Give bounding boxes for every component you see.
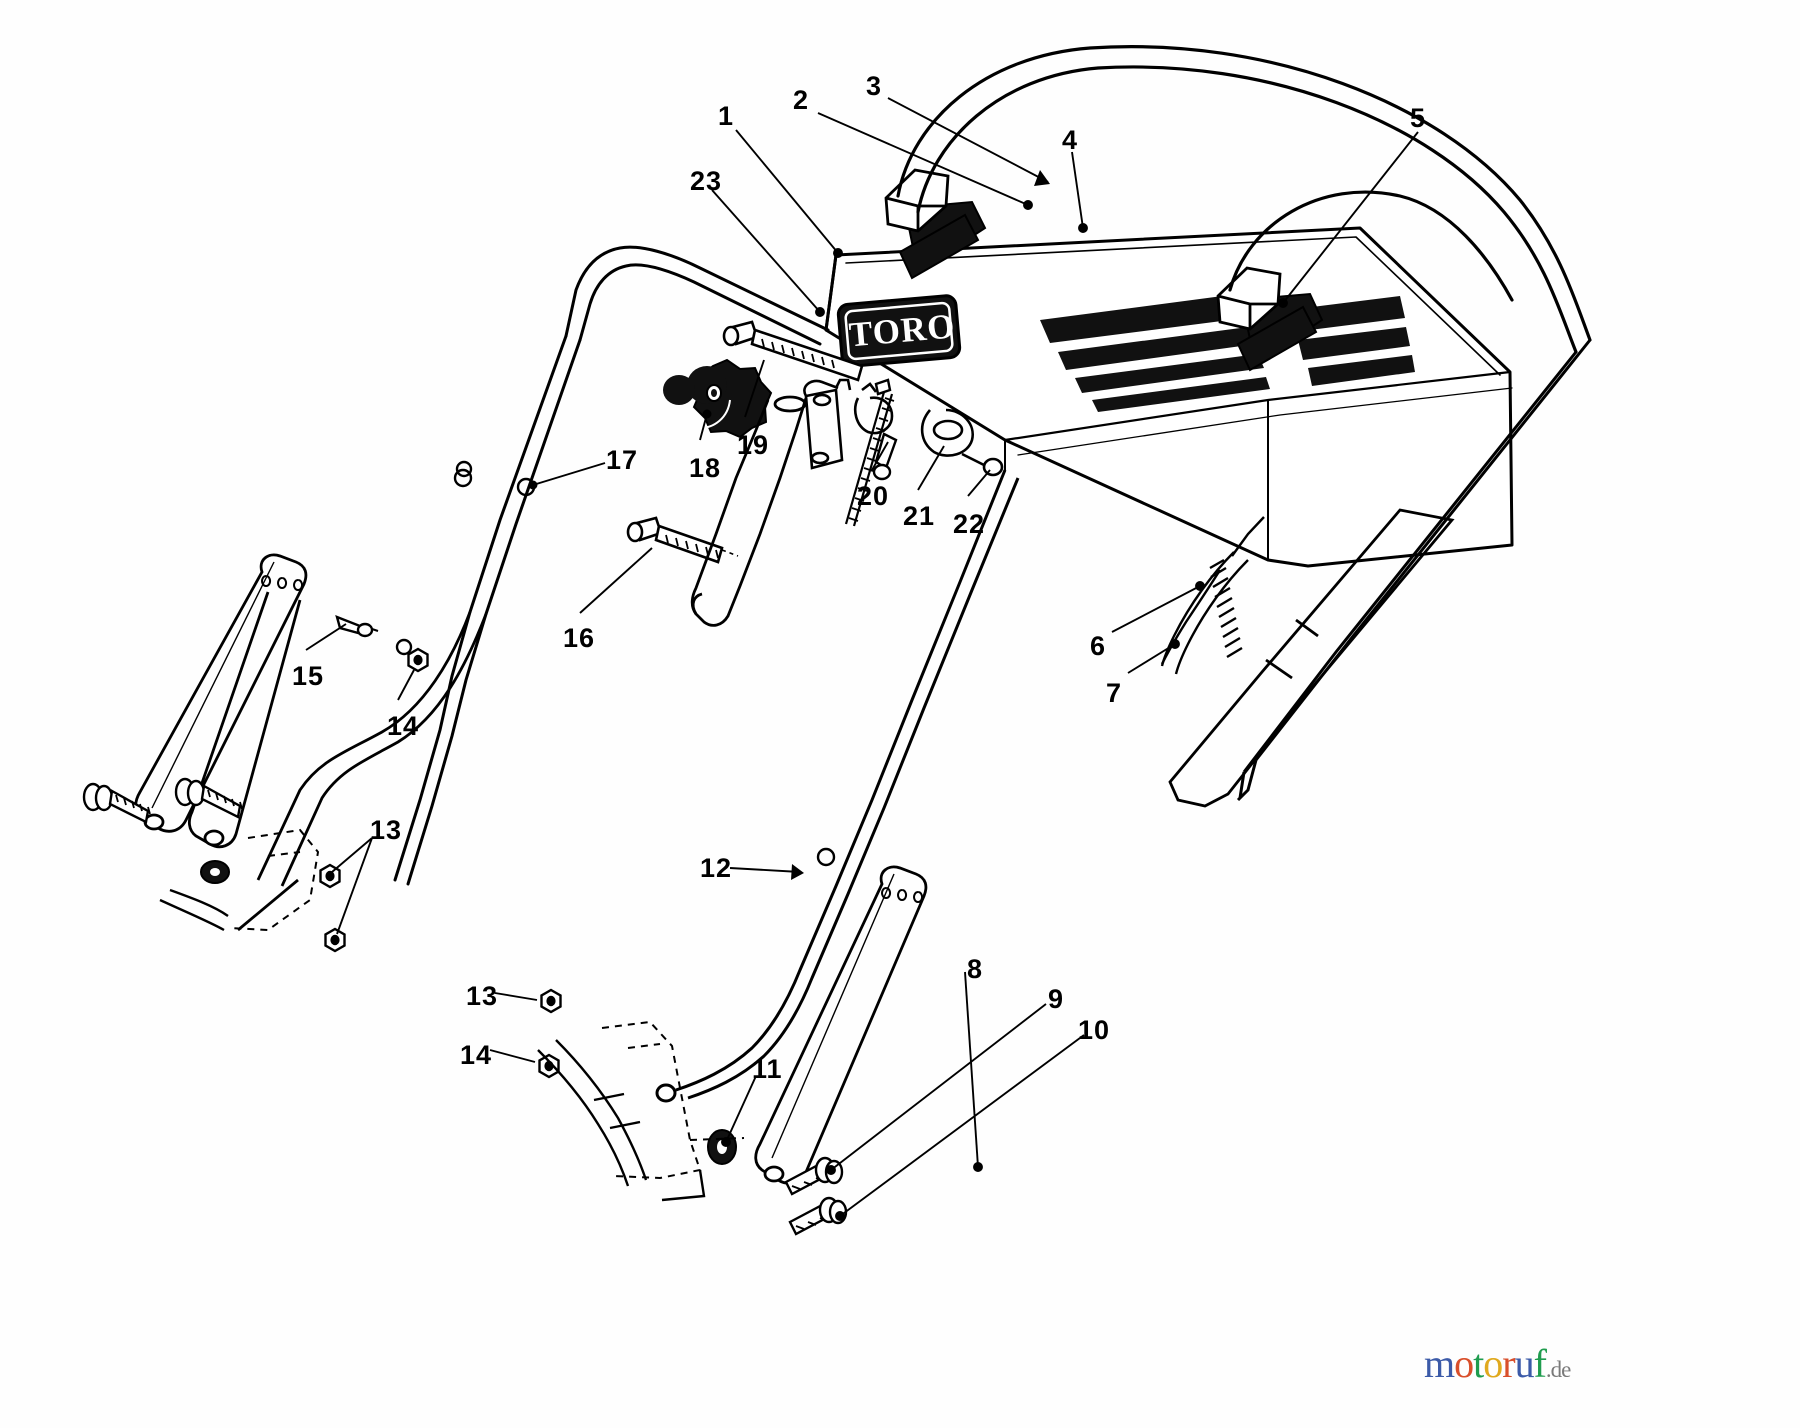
watermark-letter: o — [1483, 1341, 1503, 1386]
callout-1: 1 — [718, 101, 735, 131]
callout-12: 12 — [700, 853, 733, 883]
callout-4: 4 — [1062, 125, 1079, 155]
left-inner-plate — [187, 591, 302, 849]
toro-badge-text: TORO — [847, 306, 957, 355]
callout-8: 8 — [967, 954, 984, 984]
right-lower-handle-tube — [655, 469, 1020, 1103]
bolt-9 — [784, 1156, 844, 1196]
callout-7: 7 — [1106, 678, 1123, 708]
leader-lines — [305, 97, 1419, 1221]
pin-15 — [335, 615, 379, 638]
callout-21: 21 — [903, 501, 936, 531]
eye-bracket-22 — [920, 408, 1004, 477]
left-side-plate — [134, 553, 308, 833]
callout-14: 14 — [387, 711, 420, 741]
right-lower-bracket — [1168, 508, 1455, 808]
long-spring-20 — [844, 378, 895, 527]
callout-15: 15 — [292, 661, 325, 691]
cable-spring-coil — [1160, 551, 1249, 675]
callout-5: 5 — [1410, 103, 1427, 133]
left-lower-arm — [237, 611, 488, 932]
grommet-11 — [707, 1129, 737, 1165]
nut-14-a — [538, 1053, 560, 1079]
grip-tube-left — [690, 395, 808, 627]
nut-13-c — [540, 988, 562, 1014]
nut-13-b — [324, 927, 346, 953]
callout-23: 23 — [690, 166, 723, 196]
callout-9: 9 — [1048, 984, 1065, 1014]
carriage-bolt-19 — [722, 320, 864, 382]
watermark-letter: m — [1424, 1341, 1455, 1386]
watermark-motoruf: motoruf.de — [1424, 1340, 1571, 1387]
watermark-letter: t — [1473, 1341, 1484, 1386]
callout-10: 10 — [1078, 1015, 1111, 1045]
grommet-left — [200, 860, 230, 884]
bolt-left-1 — [82, 782, 151, 824]
control-cable — [1160, 516, 1265, 665]
upper-handle-bar — [896, 45, 1592, 354]
watermark-tld: .de — [1545, 1357, 1571, 1382]
watermark-letter: r — [1502, 1341, 1515, 1386]
callout-13-b: 13 — [466, 981, 499, 1011]
star-knob-18 — [663, 358, 773, 439]
deck-bracket-left — [229, 828, 320, 932]
callout-2: 2 — [793, 85, 810, 115]
callout-17: 17 — [606, 445, 639, 475]
watermark-letter: o — [1454, 1341, 1474, 1386]
watermark-letter: u — [1514, 1341, 1535, 1386]
callout-13: 13 — [370, 815, 403, 845]
callout-19: 19 — [737, 430, 770, 460]
callout-6: 6 — [1090, 631, 1107, 661]
toro-badge-plate — [836, 294, 962, 368]
callout-20: 20 — [857, 481, 890, 511]
deck-outline-right — [537, 1039, 706, 1202]
bolt-left-2 — [174, 777, 243, 819]
callout-18: 18 — [689, 453, 722, 483]
watermark-letter: f — [1533, 1341, 1547, 1386]
callout-14-b: 14 — [460, 1040, 493, 1070]
deck-outline-left — [159, 888, 229, 932]
callout-3: 3 — [866, 71, 883, 101]
callout-22: 22 — [953, 509, 986, 539]
callout-16: 16 — [563, 623, 596, 653]
screw-20 — [872, 432, 898, 481]
carriage-bolt-16 — [626, 516, 739, 564]
nut-14-b — [407, 647, 429, 673]
deck-bracket-right — [601, 1020, 745, 1180]
callout-11: 11 — [752, 1054, 783, 1084]
cable-clamp-21 — [803, 378, 852, 470]
left-upper-handle-tube — [393, 245, 830, 886]
